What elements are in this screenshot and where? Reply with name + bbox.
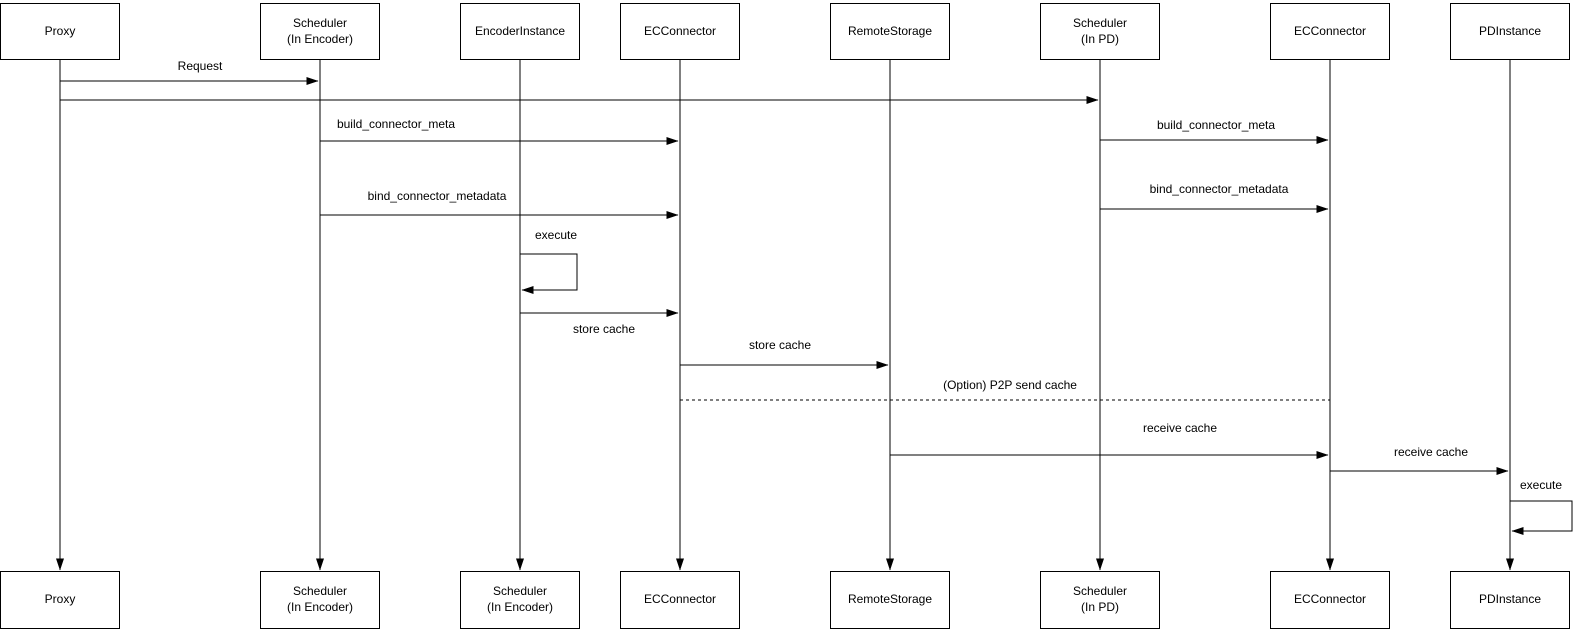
message-label-execute-encoder: execute <box>534 228 578 242</box>
actor-box-bottom-pd-instance: PDInstance <box>1450 571 1570 629</box>
message-label-store-cache-1: store cache <box>572 322 636 336</box>
message-label-bind-connector-metadata-encoder: bind_connector_metadata <box>367 189 507 203</box>
actor-box-bottom-proxy: Proxy <box>0 571 120 629</box>
actor-box-bottom-remote-storage: RemoteStorage <box>830 571 950 629</box>
message-label-p2p-send-cache: (Option) P2P send cache <box>943 378 1077 392</box>
message-label-store-cache-2: store cache <box>748 338 812 352</box>
actor-box-top-ecconnector-1: ECConnector <box>620 3 740 60</box>
actor-box-top-proxy: Proxy <box>0 3 120 60</box>
actor-box-top-pd-instance: PDInstance <box>1450 3 1570 60</box>
actor-box-top-remote-storage: RemoteStorage <box>830 3 950 60</box>
message-label-bind-connector-metadata-pd: bind_connector_metadata <box>1149 182 1289 196</box>
actor-box-top-ecconnector-2: ECConnector <box>1270 3 1390 60</box>
message-label-request: Request <box>177 59 223 73</box>
message-label-build-connector-meta-encoder: build_connector_meta <box>336 117 456 131</box>
actor-box-top-scheduler-pd: Scheduler (In PD) <box>1040 3 1160 60</box>
actor-box-top-scheduler-encoder: Scheduler (In Encoder) <box>260 3 380 60</box>
message-label-execute-pd: execute <box>1519 478 1563 492</box>
self-loop-execute-pd <box>1510 500 1573 535</box>
self-loop-execute-encoder <box>520 253 578 294</box>
actor-box-bottom-scheduler-encoder-2: Scheduler (In Encoder) <box>460 571 580 629</box>
actor-box-top-encoder-instance: EncoderInstance <box>460 3 580 60</box>
message-label-receive-cache-1: receive cache <box>1142 421 1218 435</box>
actor-box-bottom-ecconnector-2: ECConnector <box>1270 571 1390 629</box>
actor-box-bottom-scheduler-pd: Scheduler (In PD) <box>1040 571 1160 629</box>
message-label-receive-cache-2: receive cache <box>1393 445 1469 459</box>
message-label-build-connector-meta-pd: build_connector_meta <box>1156 118 1276 132</box>
actor-box-bottom-scheduler-encoder-1: Scheduler (In Encoder) <box>260 571 380 629</box>
actor-box-bottom-ecconnector-1: ECConnector <box>620 571 740 629</box>
